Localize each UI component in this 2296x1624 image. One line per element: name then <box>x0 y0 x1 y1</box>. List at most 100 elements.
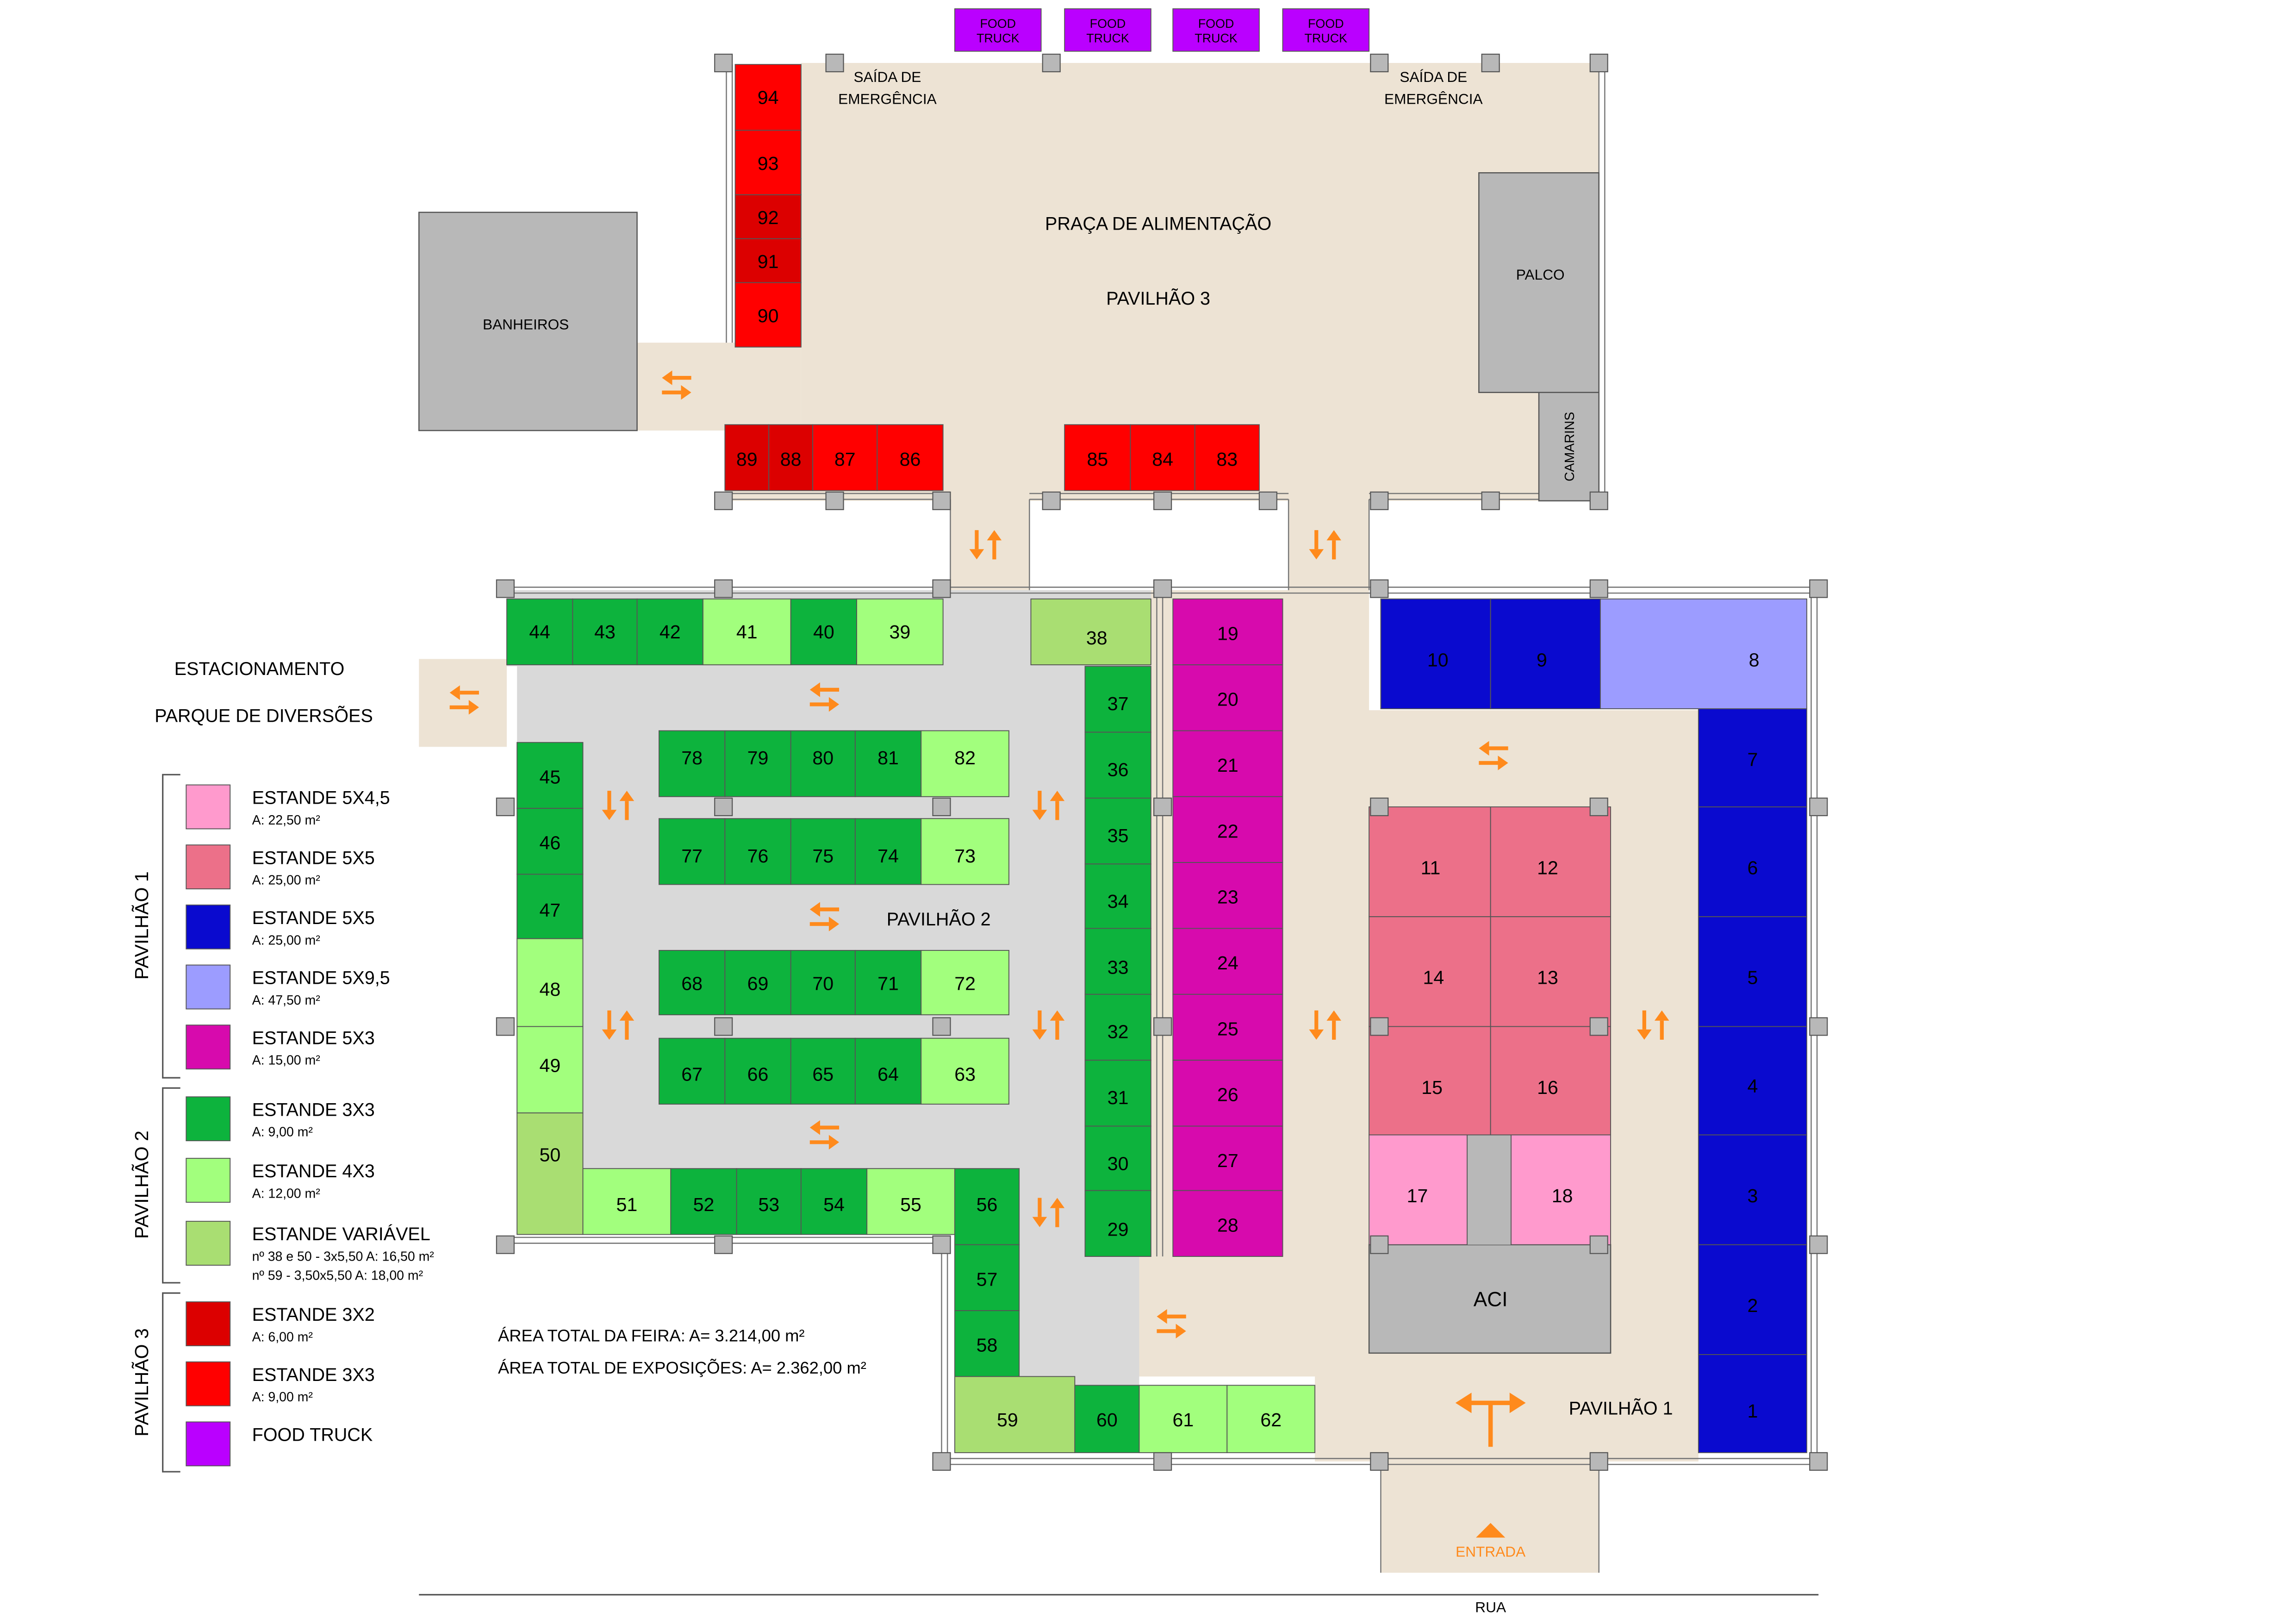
stand-12[interactable]: 12 <box>1490 806 1612 918</box>
stand-90[interactable]: 90 <box>734 282 802 348</box>
stand-66[interactable]: 66 <box>724 1037 791 1105</box>
stand-53[interactable]: 53 <box>736 1168 802 1235</box>
stand-57[interactable]: 57 <box>954 1244 1020 1312</box>
stand-68[interactable]: 68 <box>659 949 726 1016</box>
stand-65[interactable]: 65 <box>790 1037 856 1105</box>
stand-62[interactable]: 62 <box>1226 1385 1316 1453</box>
stand-78[interactable]: 78 <box>659 730 726 797</box>
stand-47[interactable]: 47 <box>516 874 584 939</box>
stand-59[interactable]: 59 <box>954 1376 1076 1453</box>
stand-4[interactable]: 4 <box>1698 1026 1807 1136</box>
stand-39[interactable]: 39 <box>856 598 944 666</box>
stand-18[interactable]: 18 <box>1511 1134 1612 1245</box>
stand-67[interactable]: 67 <box>659 1037 726 1105</box>
stand-94[interactable]: 94 <box>734 64 802 131</box>
stand-8[interactable]: 8 <box>1599 598 1807 709</box>
stand-75[interactable]: 75 <box>790 818 856 885</box>
stand-9[interactable]: 9 <box>1490 598 1601 709</box>
stand-80[interactable]: 80 <box>790 730 856 797</box>
stand-69[interactable]: 69 <box>724 949 791 1016</box>
stand-25[interactable]: 25 <box>1172 993 1283 1061</box>
stand-15[interactable]: 15 <box>1369 1026 1491 1136</box>
stand-41[interactable]: 41 <box>702 598 791 666</box>
stand-89[interactable]: 89 <box>724 424 770 491</box>
stand-46[interactable]: 46 <box>516 808 584 875</box>
stand-73[interactable]: 73 <box>921 818 1009 885</box>
stand-61[interactable]: 61 <box>1139 1385 1228 1453</box>
stand-43[interactable]: 43 <box>572 598 638 666</box>
stand-85[interactable]: 85 <box>1064 424 1131 491</box>
stand-22[interactable]: 22 <box>1172 796 1283 863</box>
stand-40[interactable]: 40 <box>790 598 857 666</box>
stand-19[interactable]: 19 <box>1172 598 1283 666</box>
stand-71[interactable]: 71 <box>854 949 922 1016</box>
stand-55[interactable]: 55 <box>866 1168 955 1235</box>
stand-56[interactable]: 56 <box>954 1168 1020 1245</box>
stand-87[interactable]: 87 <box>812 424 878 491</box>
stand-64[interactable]: 64 <box>854 1037 922 1105</box>
stand-24[interactable]: 24 <box>1172 928 1283 995</box>
stand-20[interactable]: 20 <box>1172 664 1283 731</box>
stand-92[interactable]: 92 <box>734 194 802 239</box>
stand-28[interactable]: 28 <box>1172 1190 1283 1257</box>
stand-27[interactable]: 27 <box>1172 1125 1283 1191</box>
stand-23[interactable]: 23 <box>1172 862 1283 929</box>
stand-35[interactable]: 35 <box>1084 798 1151 865</box>
stand-72[interactable]: 72 <box>921 949 1009 1016</box>
stand-70[interactable]: 70 <box>790 949 856 1016</box>
stand-37[interactable]: 37 <box>1084 666 1151 733</box>
stand-83[interactable]: 83 <box>1194 424 1260 491</box>
stand-51[interactable]: 51 <box>582 1168 672 1235</box>
stand-17[interactable]: 17 <box>1369 1134 1468 1245</box>
stand-6[interactable]: 6 <box>1698 806 1807 918</box>
stand-60[interactable]: 60 <box>1074 1385 1140 1453</box>
stand-34[interactable]: 34 <box>1084 863 1151 929</box>
stand-58[interactable]: 58 <box>954 1310 1020 1377</box>
stand-33[interactable]: 33 <box>1084 928 1151 995</box>
stand-26[interactable]: 26 <box>1172 1060 1283 1127</box>
stand-36[interactable]: 36 <box>1084 731 1151 799</box>
stand-5[interactable]: 5 <box>1698 916 1807 1027</box>
stand-7[interactable]: 7 <box>1698 708 1807 807</box>
stand-13[interactable]: 13 <box>1490 916 1612 1027</box>
stand-86[interactable]: 86 <box>877 424 944 491</box>
stand-number: 88 <box>780 449 802 470</box>
stand-31[interactable]: 31 <box>1084 1060 1151 1127</box>
stand-42[interactable]: 42 <box>636 598 703 666</box>
stand-79[interactable]: 79 <box>724 730 791 797</box>
stand-54[interactable]: 54 <box>800 1168 868 1235</box>
stand-21[interactable]: 21 <box>1172 730 1283 797</box>
stand-29[interactable]: 29 <box>1084 1190 1151 1257</box>
stand-32[interactable]: 32 <box>1084 993 1151 1061</box>
stand-52[interactable]: 52 <box>670 1168 737 1235</box>
stand-44[interactable]: 44 <box>506 598 573 666</box>
stand-81[interactable]: 81 <box>854 730 922 797</box>
stand-63[interactable]: 63 <box>921 1037 1009 1105</box>
stand-14[interactable]: 14 <box>1369 916 1491 1027</box>
stand-84[interactable]: 84 <box>1130 424 1195 491</box>
pillar <box>1589 1452 1608 1471</box>
stand-11[interactable]: 11 <box>1369 806 1491 918</box>
stand-2[interactable]: 2 <box>1698 1244 1807 1355</box>
stand-76[interactable]: 76 <box>724 818 791 885</box>
stand-74[interactable]: 74 <box>854 818 922 885</box>
stand-1[interactable]: 1 <box>1698 1354 1807 1453</box>
stand-3[interactable]: 3 <box>1698 1134 1807 1245</box>
stand-82[interactable]: 82 <box>921 730 1009 797</box>
stand-49[interactable]: 49 <box>516 1026 584 1113</box>
stand-93[interactable]: 93 <box>734 130 802 195</box>
stand-30[interactable]: 30 <box>1084 1125 1151 1191</box>
stand-38[interactable]: 38 <box>1030 598 1151 666</box>
stand-88[interactable]: 88 <box>768 424 814 491</box>
stand-45[interactable]: 45 <box>516 742 584 809</box>
stand-16[interactable]: 16 <box>1490 1026 1612 1136</box>
stand-48[interactable]: 48 <box>516 938 584 1027</box>
stand-10[interactable]: 10 <box>1380 598 1491 709</box>
stand-50[interactable]: 50 <box>516 1112 584 1235</box>
stand-91[interactable]: 91 <box>734 238 802 283</box>
stand-77[interactable]: 77 <box>659 818 726 885</box>
